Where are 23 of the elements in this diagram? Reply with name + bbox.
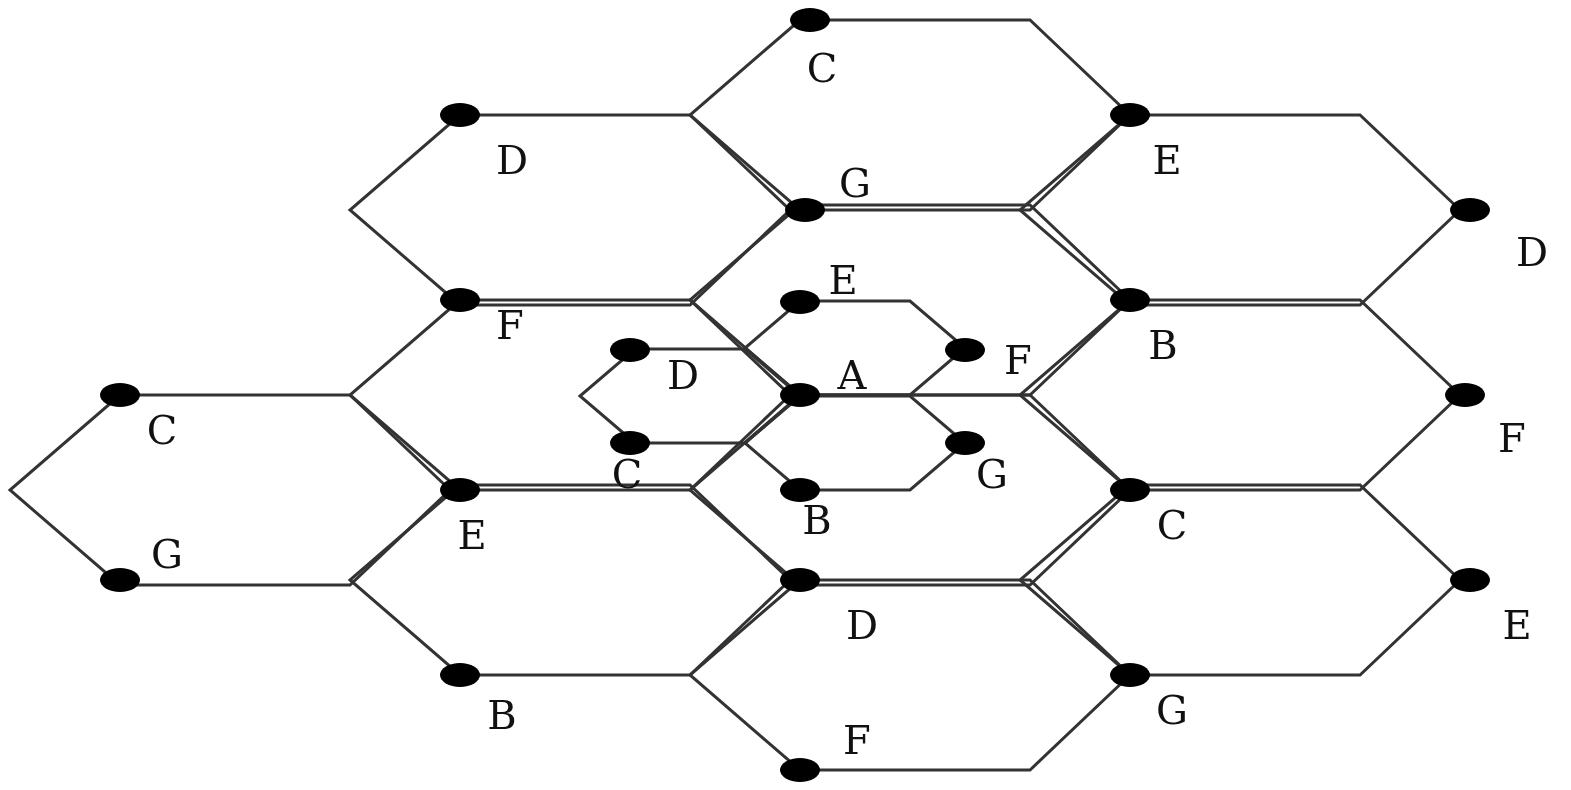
vertex-label: D: [845, 605, 879, 645]
vertex-label: D: [666, 355, 700, 395]
vertex-label: C: [1156, 505, 1188, 545]
vertex-label: F: [843, 720, 871, 760]
vertex-label: F: [1004, 340, 1032, 380]
vertex-label: E: [1152, 140, 1182, 180]
vertex-label: E: [1502, 605, 1532, 645]
vertex-label: E: [828, 260, 858, 300]
vertex-label: C: [146, 410, 178, 450]
vertex-label: D: [495, 140, 529, 180]
vertex-label: B: [487, 695, 517, 735]
vertex-label: A: [837, 355, 867, 395]
vertex-label: C: [806, 48, 838, 88]
vertex-label: F: [496, 305, 524, 345]
vertex-label: D: [1515, 232, 1549, 272]
vertex-label: G: [839, 163, 871, 203]
vertex-label: G: [151, 534, 183, 574]
vertex-label: B: [802, 500, 832, 540]
vertex-label: G: [976, 454, 1008, 494]
vertex-label: E: [457, 515, 487, 555]
vertex-label: G: [1156, 690, 1188, 730]
vertex-label: F: [1498, 418, 1526, 458]
vertex-label: B: [1148, 325, 1178, 365]
